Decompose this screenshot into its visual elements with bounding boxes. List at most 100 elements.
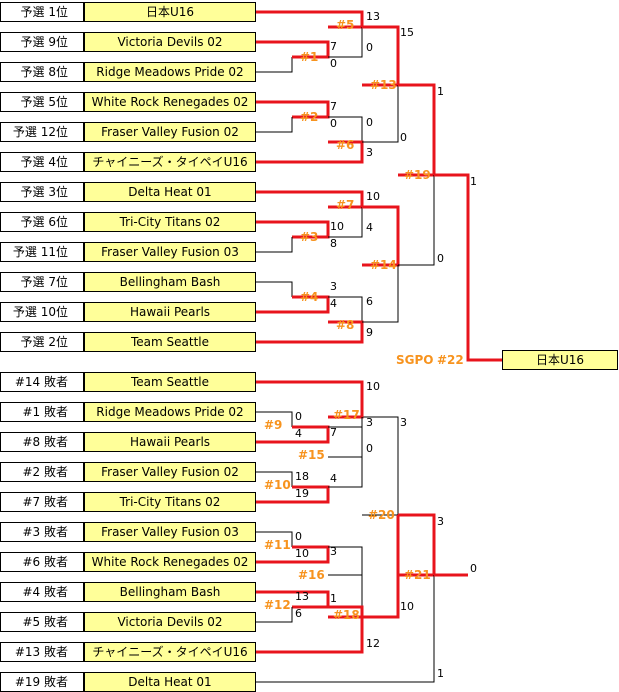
match-score: 3 [330,280,337,293]
winner-path [328,605,364,617]
seed-label: #8 敗者 [0,432,84,452]
winner-path [362,515,400,619]
team-name: Bellingham Bash [84,272,256,292]
match-number: #17 [333,408,360,422]
loser-path [256,57,293,73]
winner-path [256,220,330,239]
match-score: 0 [400,131,407,144]
match-score: 6 [366,295,373,308]
team-name: Tri-City Titans 02 [84,212,256,232]
seed-label: #19 敗者 [0,672,84,692]
seed-label: 予選 10位 [0,302,84,322]
match-number: #3 [300,230,319,244]
match-score: 15 [400,26,414,39]
seed-label: #13 敗者 [0,642,84,662]
match-score: 0 [366,41,373,54]
loser-path [256,237,293,253]
team-name: Victoria Devils 02 [84,612,256,632]
team-name: チャイニーズ・タイペイU16 [84,642,256,662]
team-name: Delta Heat 01 [84,182,256,202]
winner-path [256,545,330,564]
match-score: 10 [295,547,309,560]
match-score: 4 [295,427,302,440]
match-number: #9 [264,418,283,432]
team-name: Ridge Meadows Pride 02 [84,62,256,82]
match-score: 3 [366,146,373,159]
match-score: 1 [330,592,337,605]
match-number: #2 [300,110,319,124]
match-score: 3 [330,545,337,558]
loser-path [328,296,363,322]
winner-path [362,25,400,87]
match-score: 19 [295,487,309,500]
loser-path [256,117,293,133]
match-score: 0 [437,252,444,265]
winner-path [256,100,330,119]
match-score: 12 [366,637,380,650]
match-score: 0 [330,117,337,130]
match-number: #6 [336,138,355,152]
match-score: 8 [330,237,337,250]
match-score: 1 [437,667,444,680]
match-number: #7 [336,198,355,212]
loser-path [362,416,399,516]
match-score: 0 [330,57,337,70]
match-score: 4 [330,472,337,485]
winner-path [398,83,436,177]
loser-path [398,175,435,266]
loser-path [256,471,293,487]
match-score: 3 [366,416,373,429]
loser-path [256,575,435,683]
seed-label: #2 敗者 [0,462,84,482]
match-number: #22 [437,353,464,367]
team-name: 日本U16 [84,2,256,22]
winner-path [256,40,330,59]
match-score: 0 [366,442,373,455]
winner-path [256,295,330,314]
loser-path [328,27,363,58]
match-score: 10 [366,380,380,393]
seed-label: 予選 11位 [0,242,84,262]
match-number: #12 [264,598,291,612]
winner-path [256,425,330,444]
team-name: Fraser Valley Fusion 03 [84,522,256,542]
seed-label: #7 敗者 [0,492,84,512]
match-score: 10 [366,190,380,203]
loser-path [256,531,293,547]
match-score: 0 [295,530,302,543]
seed-label: 予選 6位 [0,212,84,232]
winner-path [398,513,436,577]
match-number: #19 [404,168,431,182]
seed-label: 予選 3位 [0,182,84,202]
team-name: Hawaii Pearls [84,302,256,322]
match-score: 0 [366,116,373,129]
match-number: #14 [370,258,397,272]
champion-box: 日本U16 [502,350,618,370]
winner-path [256,320,364,344]
seed-label: 予選 1位 [0,2,84,22]
match-number: #16 [298,568,325,582]
match-number: #11 [264,538,291,552]
seed-label: #14 敗者 [0,372,84,392]
match-score: 1 [470,175,477,188]
seed-label: #5 敗者 [0,612,84,632]
match-score: 0 [295,410,302,423]
match-score: 9 [366,326,373,339]
winner-path [362,205,400,267]
winner-path [256,380,364,417]
match-number: #13 [370,78,397,92]
match-number: #10 [264,478,291,492]
team-name: White Rock Renegades 02 [84,92,256,112]
loser-path [256,411,293,427]
seed-label: #1 敗者 [0,402,84,422]
team-name: Ridge Meadows Pride 02 [84,402,256,422]
match-score: 7 [330,100,337,113]
team-name: Hawaii Pearls [84,432,256,452]
match-score: 13 [295,590,309,603]
loser-path [328,546,363,576]
winner-path [256,190,364,209]
match-number: #21 [404,568,431,582]
team-name: Team Seattle [84,332,256,352]
seed-label: 予選 2位 [0,332,84,352]
